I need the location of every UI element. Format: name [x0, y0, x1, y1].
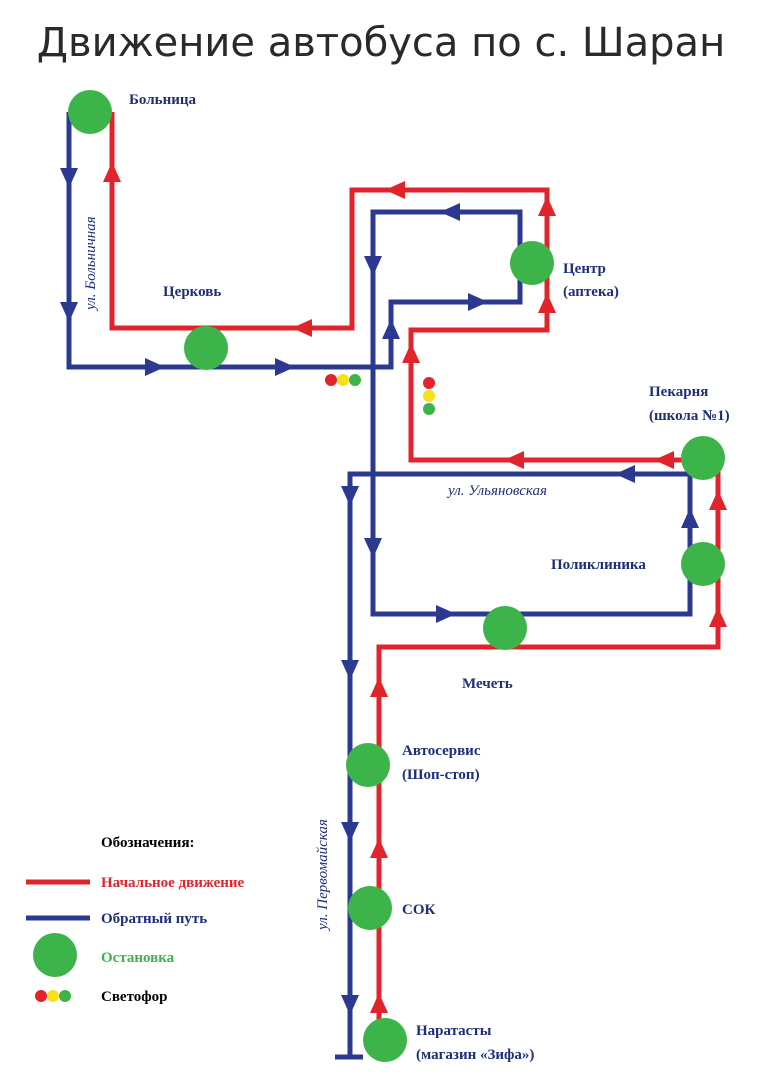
traffic-light-horizontal [325, 374, 361, 386]
return-arrow [341, 486, 359, 506]
legend-forward-label: Начальное движение [101, 875, 245, 891]
return-arrow [382, 319, 400, 339]
traffic-light-vertical [423, 377, 435, 415]
stop-label-avtoservis-2: (Шоп-стоп) [402, 767, 480, 783]
map-title: Движение автобуса по с. Шаран [37, 20, 725, 66]
return-arrow [364, 538, 382, 558]
street-label-ulyanovskaya: ул. Ульяновская [446, 483, 547, 499]
stop-label-tserkov: Церковь [163, 284, 221, 300]
return-arrow [275, 358, 295, 376]
stop-label-poliklinika: Поликлиника [551, 557, 646, 573]
return-arrow [341, 660, 359, 680]
legend-stop-swatch [33, 933, 77, 977]
stop-poliklinika [681, 542, 725, 586]
stop-label-pekarnya-2: (школа №1) [649, 408, 730, 424]
legend: Обозначения: Начальное движение Обратный… [26, 835, 245, 1005]
return-arrow [341, 995, 359, 1015]
stop-mechet [483, 606, 527, 650]
stop-sok [348, 886, 392, 930]
legend-title: Обозначения: [101, 835, 195, 851]
stop-label-sok: СОК [402, 902, 436, 918]
street-label-bolnichnaya: ул. Больничная [83, 216, 99, 312]
forward-route [103, 112, 727, 1055]
forward-arrow [103, 162, 121, 182]
return-arrow [341, 822, 359, 842]
return-arrow [468, 293, 488, 311]
stop-label-mechet: Мечеть [462, 676, 513, 692]
forward-arrow [504, 451, 524, 469]
forward-arrow [402, 343, 420, 363]
stops [68, 90, 725, 1062]
legend-return-label: Обратный путь [101, 911, 207, 927]
forward-arrow [385, 181, 405, 199]
forward-arrow [654, 451, 674, 469]
stop-label-tsentr-1: Центр [563, 261, 606, 277]
forward-arrow [370, 993, 388, 1013]
return-arrow [440, 203, 460, 221]
return-arrow [145, 358, 165, 376]
forward-arrow [292, 319, 312, 337]
forward-arrow [709, 607, 727, 627]
legend-traffic-light-swatch [35, 990, 71, 1002]
stop-label-naratasty-2: (магазин «Зифа») [416, 1047, 534, 1063]
stop-bolnitsa [68, 90, 112, 134]
stop-label-naratasty-1: Наратасты [416, 1023, 492, 1039]
return-arrow [436, 605, 456, 623]
stop-label-avtoservis-1: Автосервис [402, 743, 481, 759]
forward-arrow [709, 490, 727, 510]
street-label-pervomayskaya: ул. Первомайская [315, 819, 331, 932]
stop-tsentr [510, 241, 554, 285]
stop-pekarnya [681, 436, 725, 480]
stop-label-pekarnya-1: Пекарня [649, 384, 708, 400]
return-arrow [615, 465, 635, 483]
stop-naratasty [363, 1018, 407, 1062]
return-arrow [60, 168, 78, 188]
legend-stop-label: Остановка [101, 950, 175, 966]
return-arrow [60, 302, 78, 322]
legend-traffic-light-label: Светофор [101, 989, 167, 1005]
forward-arrow [370, 677, 388, 697]
return-route [60, 112, 699, 1060]
stop-tserkov [184, 326, 228, 370]
forward-arrow [370, 838, 388, 858]
stop-avtoservis [346, 743, 390, 787]
forward-arrow [538, 293, 556, 313]
return-arrow [681, 508, 699, 528]
forward-arrow [538, 196, 556, 216]
return-arrow [364, 256, 382, 276]
stop-label-tsentr-2: (аптека) [563, 284, 619, 300]
stop-label-bolnitsa: Больница [129, 92, 196, 108]
